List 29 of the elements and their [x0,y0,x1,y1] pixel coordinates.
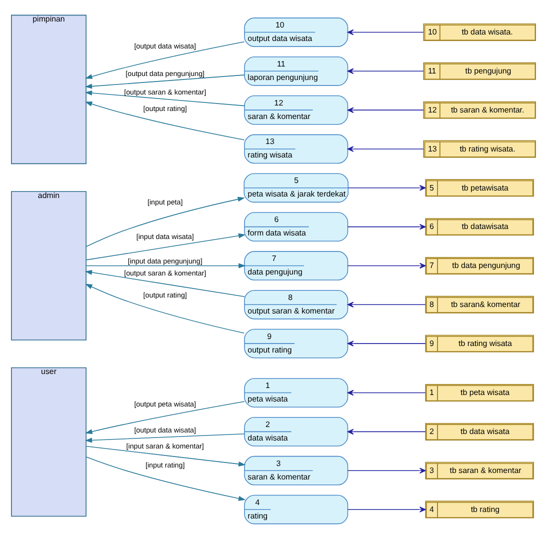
arrow [347,468,426,474]
arrow [347,390,426,396]
arrow [86,196,245,248]
arrow [348,185,426,191]
arrow [86,446,246,466]
arrow [347,224,426,230]
arrow [86,263,246,268]
arrow [86,233,246,260]
arrow [347,29,424,36]
arrow [84,74,245,89]
arrow [347,107,424,113]
arrow [86,456,246,501]
arrow [347,146,424,152]
arrow [347,68,424,74]
node-box: admin [11,191,86,340]
arrow [85,102,245,140]
arrow [347,262,426,269]
arrow [347,340,426,346]
arrow [85,284,245,334]
arrow [85,41,245,79]
arrow [84,433,245,443]
arrow [84,270,245,297]
arrow [84,90,245,106]
node-box: pimpinan [11,14,86,164]
arrow [347,428,426,435]
arrow [347,506,426,512]
arrow [347,302,426,308]
node-box: user [11,367,86,517]
arrow [85,401,245,434]
